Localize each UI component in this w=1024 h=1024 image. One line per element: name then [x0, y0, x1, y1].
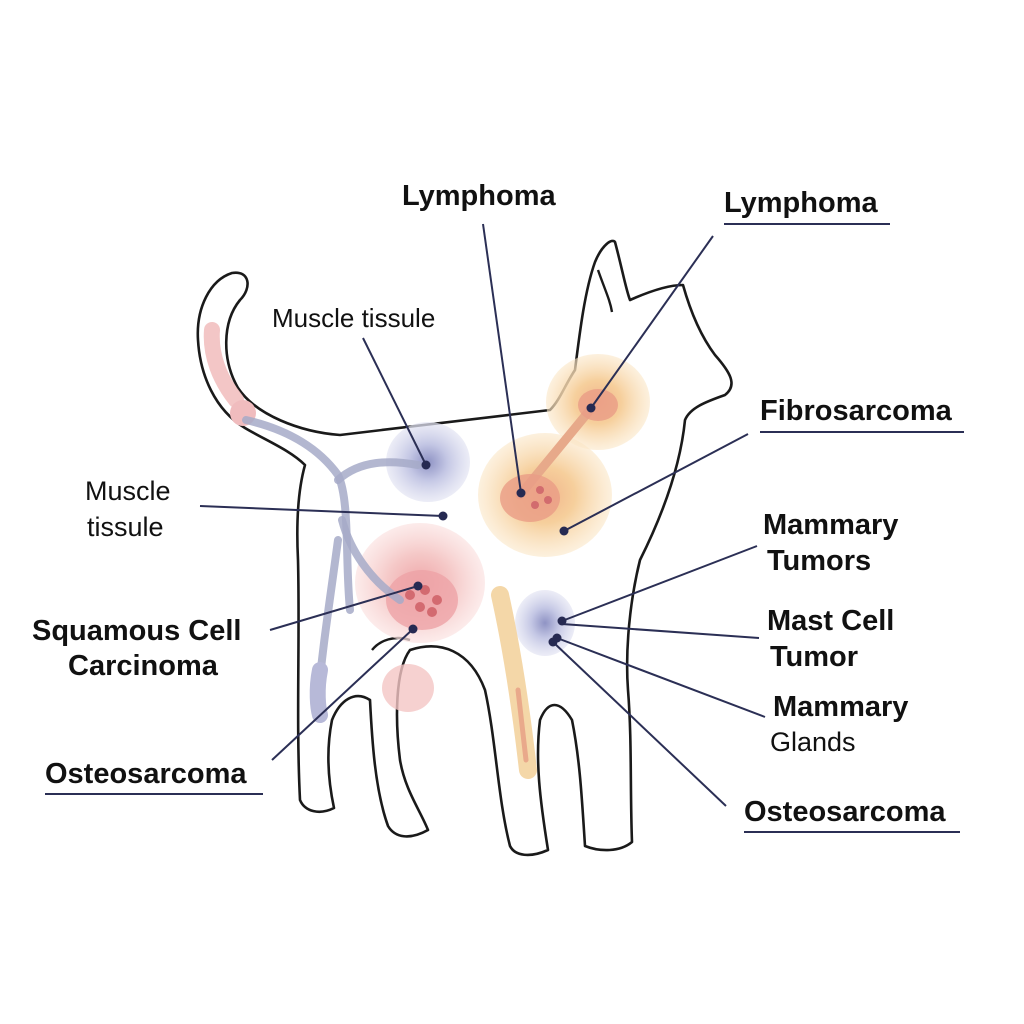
cell-cluster: [544, 496, 552, 504]
label-lymphoma-right: Lymphoma: [724, 187, 878, 219]
cell-cluster: [536, 486, 544, 494]
marker-dot: [559, 526, 569, 536]
label-mammary-tumors-1: Mammary: [763, 509, 898, 541]
leg-vessel: [309, 662, 328, 723]
cell-cluster: [531, 501, 539, 509]
leader-fibrosarcoma: [563, 433, 749, 532]
marker-dot: [516, 488, 526, 498]
leader-mast-cell: [561, 623, 760, 639]
label-osteosarcoma-left: Osteosarcoma: [45, 758, 247, 790]
lymph-node-neck: [578, 389, 618, 421]
leader-muscle-left: [199, 505, 444, 517]
label-mammary-glands-2: Glands: [770, 727, 856, 757]
leader-muscle-top: [362, 337, 427, 466]
tail-tissue: [203, 322, 244, 408]
leader-lymphoma-top: [482, 223, 522, 494]
label-squamous-1: Squamous Cell: [32, 615, 242, 647]
leader-mammary-tumors: [561, 545, 758, 622]
carcinoma-core: [386, 570, 458, 630]
blood-vessel: [334, 458, 422, 484]
label-muscle-tissue-left-2: tissule: [87, 512, 164, 542]
leader-lymphoma-right: [590, 235, 714, 409]
label-mammary-glands-1: Mammary: [773, 691, 908, 723]
cell-cluster: [432, 595, 442, 605]
label-mast-cell-2: Tumor: [770, 641, 858, 673]
bone-marrow: [515, 687, 529, 763]
marker-dot: [413, 581, 423, 591]
leader-mammary-glands: [556, 637, 766, 718]
leg-tissue-zone: [382, 664, 434, 712]
ear-detail: [596, 269, 614, 313]
label-osteosarcoma-right: Osteosarcoma: [744, 796, 946, 828]
marker-dot: [548, 637, 558, 647]
leader-squamous: [269, 585, 419, 631]
marker-dot: [421, 460, 431, 470]
label-mast-cell-1: Mast Cell: [767, 605, 894, 637]
leader-osteosarcoma-right: [552, 641, 727, 807]
cell-cluster: [415, 602, 425, 612]
cell-cluster: [405, 590, 415, 600]
label-squamous-2: Carcinoma: [68, 650, 219, 682]
label-mammary-tumors-2: Tumors: [767, 545, 871, 577]
marker-dot: [586, 403, 596, 413]
marker-dot: [408, 624, 418, 634]
leader-osteosarcoma-left: [271, 628, 414, 761]
cell-cluster: [427, 607, 437, 617]
label-muscle-tissue-left-1: Muscle: [85, 476, 171, 506]
marker-dot: [557, 616, 567, 626]
label-muscle-tissue-top: Muscle tissule: [272, 303, 435, 333]
lymph-node-chest: [500, 474, 560, 522]
label-fibrosarcoma: Fibrosarcoma: [760, 395, 953, 427]
marker-dot: [438, 511, 448, 521]
cell-cluster: [420, 585, 430, 595]
label-lymphoma-top: Lymphoma: [402, 180, 556, 212]
